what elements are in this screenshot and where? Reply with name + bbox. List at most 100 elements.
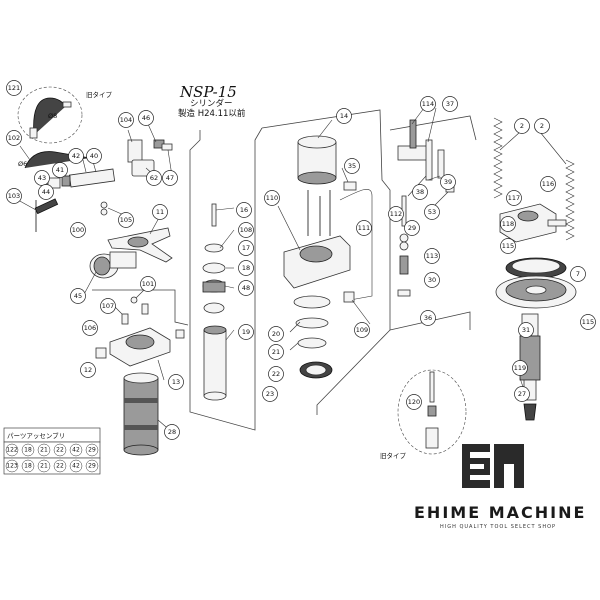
callout-number: 13 (172, 378, 180, 386)
callout-number: 39 (444, 178, 452, 186)
brand-tagline: HIGH QUALITY TOOL SELECT SHOP (440, 524, 556, 530)
callout-number: 19 (242, 328, 250, 336)
table-cell: 42 (72, 463, 80, 470)
callout-number: 17 (242, 244, 250, 252)
callout-circle (424, 204, 440, 220)
callout-number: 109 (356, 326, 368, 334)
callout-circle (406, 394, 422, 410)
callout-number: 114 (422, 100, 434, 108)
assembly-frame-lines (92, 109, 477, 431)
callout-number: 107 (102, 302, 114, 310)
table-cell: 22 (56, 463, 64, 470)
table-cell-circle (85, 459, 99, 473)
table-cell: 18 (24, 447, 32, 454)
callout-circle (238, 324, 254, 340)
callout-number: 27 (518, 390, 526, 398)
brand-name: EHIME MACHINE (414, 503, 586, 522)
callout-number: 2 (540, 122, 544, 130)
callout-circle (424, 272, 440, 288)
callout-number: 40 (90, 152, 98, 160)
callout-number: 38 (416, 188, 424, 196)
callout-number: 117 (508, 194, 520, 202)
old-type-inset-bottom: 旧タイプ (380, 369, 467, 460)
callout-circle (238, 222, 254, 238)
callout-number: 113 (426, 252, 438, 260)
callout-circle (52, 162, 68, 178)
table-cell: 18 (24, 463, 32, 470)
callout-number: 102 (8, 134, 20, 142)
cylinder-body-28 (123, 372, 159, 456)
table-cell: 123 (6, 463, 18, 470)
callout-number: 14 (340, 112, 348, 120)
callout-number: 16 (240, 206, 248, 214)
callout-circle (420, 310, 436, 326)
table-cell-circle (5, 459, 19, 473)
callout-number: 110 (266, 194, 278, 202)
callout-circle (518, 322, 534, 338)
table-cell: 21 (40, 463, 48, 470)
callout-circle (570, 266, 586, 282)
callout-circle (336, 108, 352, 124)
table-cell: 21 (40, 447, 48, 454)
parts-table-title: パーツアッセンブリ (7, 431, 65, 440)
table-cell-circle (53, 459, 67, 473)
callout-circle (354, 322, 370, 338)
callout-number: 20 (272, 330, 280, 338)
table-cell-circle (21, 459, 35, 473)
callout-number: 111 (358, 224, 370, 232)
callout-number: 28 (168, 428, 176, 436)
callout-circle (238, 240, 254, 256)
callout-number: 62 (150, 174, 158, 182)
table-cell-circle (69, 459, 83, 473)
callout-circle (70, 222, 86, 238)
part-name: シリンダー (190, 98, 233, 109)
callout-number: 2 (520, 122, 524, 130)
callout-number: 115 (502, 242, 514, 250)
callout-number: 31 (522, 326, 530, 334)
base-plate-assembly (95, 296, 185, 367)
callout-circle (420, 96, 436, 112)
callout-circle (540, 176, 556, 192)
table-cell-circle (85, 443, 99, 457)
callout-number: 116 (542, 180, 554, 188)
callout-circle (238, 280, 254, 296)
callout-number: 118 (502, 220, 514, 228)
callout-number: 101 (142, 280, 154, 288)
callout-number: 106 (84, 324, 96, 332)
callout-circle (500, 238, 516, 254)
callout-circle (268, 326, 284, 342)
callout-circle (140, 276, 156, 292)
callout-circle (168, 374, 184, 390)
callout-circle (512, 360, 528, 376)
callout-circle (146, 170, 162, 186)
model-title: NSP-15 (179, 83, 237, 101)
callout-circle (506, 190, 522, 206)
table-cell-circle (21, 443, 35, 457)
valve-parts-right (397, 195, 411, 297)
release-lever-assembly (397, 119, 455, 193)
callout-number: 112 (390, 210, 402, 218)
callout-circle (442, 96, 458, 112)
callout-number: 48 (242, 284, 250, 292)
em-logo (462, 444, 524, 488)
callout-circle (100, 298, 116, 314)
callout-circle (38, 184, 54, 200)
callout-circle (514, 118, 530, 134)
table-cell-circle (5, 443, 19, 457)
callout-number: 119 (514, 364, 526, 372)
dim-8-label: Ø8 (48, 112, 57, 120)
table-cell: 29 (88, 463, 96, 470)
callout-number: 23 (266, 390, 274, 398)
callout-number: 18 (242, 264, 250, 272)
piston-stack-center (202, 203, 227, 401)
callout-number: 115 (582, 318, 594, 326)
callout-number: 22 (272, 370, 280, 378)
callout-circle (138, 110, 154, 126)
callout-number: 108 (240, 226, 252, 234)
table-row (3, 457, 101, 475)
callout-number: 7 (576, 270, 580, 278)
table-cell-circle (69, 443, 83, 457)
